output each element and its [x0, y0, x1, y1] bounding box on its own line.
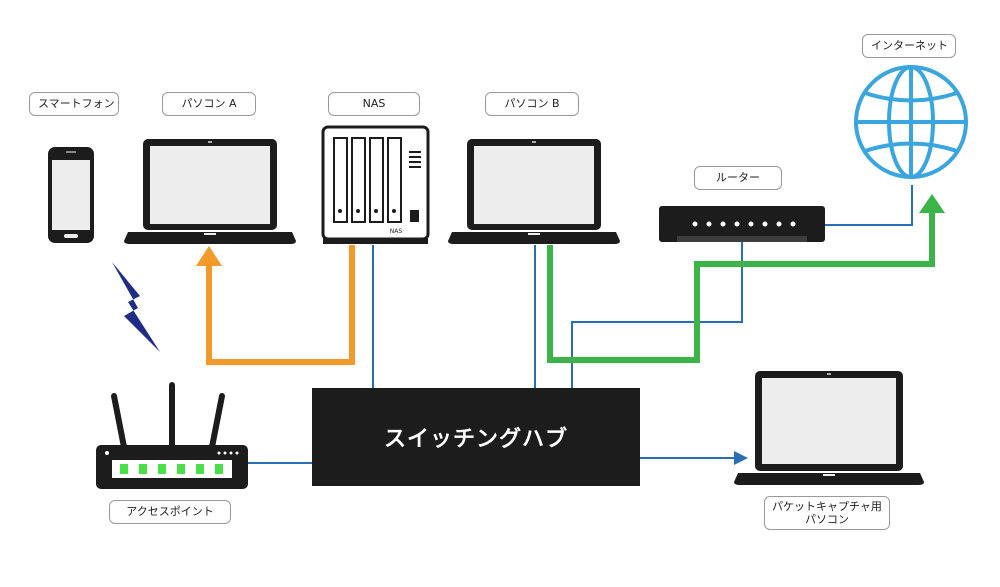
capture-pc-label: パケットキャプチャ用 パソコン [764, 496, 890, 530]
nas-badge-text: NAS [390, 228, 403, 235]
green-flow-line [547, 208, 935, 363]
laptop-capture-icon [734, 371, 924, 485]
switching-hub-box [312, 388, 640, 486]
wire-router-hub [571, 240, 743, 388]
switching-hub-label: スイッチングハブ [383, 427, 568, 452]
capture-pc-label-line2: パソコン [805, 513, 849, 526]
orange-flow-arrowhead [196, 246, 222, 266]
laptop-pc-a-icon [124, 139, 296, 244]
pc-a-label: パソコン A [162, 92, 256, 116]
green-flow-arrowhead [919, 194, 945, 213]
access-point-label: アクセスポイント [109, 500, 231, 524]
access-point-icon [96, 382, 248, 489]
nas-device-icon: NAS [321, 125, 430, 244]
smartphone-icon [48, 147, 94, 243]
pc-b-label: パソコン B [485, 92, 579, 116]
wire-router-internet [825, 185, 913, 226]
orange-flow [196, 245, 355, 365]
router-icon [659, 206, 825, 242]
nas-label: NAS [328, 92, 420, 116]
laptop-pc-b-icon [448, 139, 620, 244]
capture-pc-label-line1: パケットキャプチャ用 [772, 500, 882, 513]
smartphone-label: スマートフォン [29, 92, 119, 116]
blue-wires [248, 185, 913, 465]
wireless-signal-icon [112, 262, 160, 352]
internet-globe-icon [854, 65, 968, 179]
wire-capture-arrowhead [734, 451, 748, 465]
green-flow [547, 194, 945, 363]
router-label: ルーター [694, 166, 782, 190]
orange-flow-line [206, 245, 355, 365]
internet-label: インターネット [862, 34, 956, 58]
